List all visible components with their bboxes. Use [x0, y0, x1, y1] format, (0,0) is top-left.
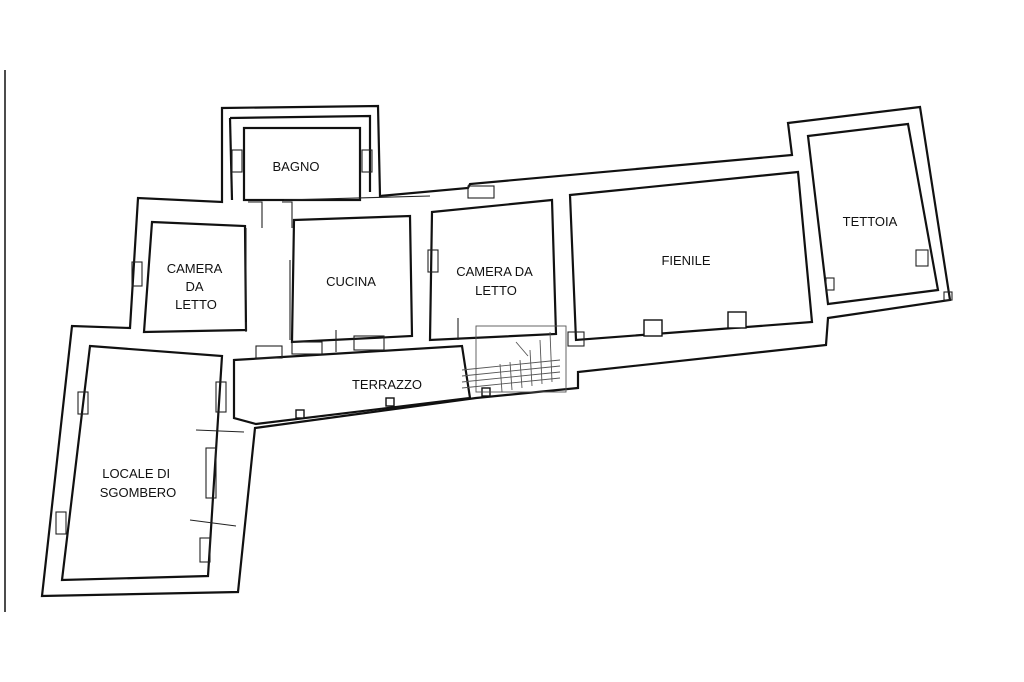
pillar [295, 409, 305, 419]
room-label-locale: LOCALE DI SGOMBERO [100, 466, 177, 500]
pillar [727, 311, 747, 329]
room-labels: BAGNO CAMERA DA LETTO CUCINA CAMERA DA L… [100, 159, 898, 500]
room-outlines [60, 122, 940, 582]
pillar [385, 397, 395, 407]
room-label-camera-dx: CAMERA DA LETTO [456, 264, 535, 298]
staircase [461, 325, 567, 393]
room-label-terrazzo: TERRAZZO [352, 377, 422, 392]
wall-details [55, 149, 953, 563]
room-label-tettoia: TETTOIA [843, 214, 898, 229]
pillar [643, 319, 663, 337]
pillars [295, 311, 747, 419]
room-label-bagno: BAGNO [273, 159, 320, 174]
room-label-fienile: FIENILE [661, 253, 710, 268]
room-label-cucina: CUCINA [326, 274, 376, 289]
room-label-camera-sx: CAMERA DA LETTO [167, 261, 226, 312]
